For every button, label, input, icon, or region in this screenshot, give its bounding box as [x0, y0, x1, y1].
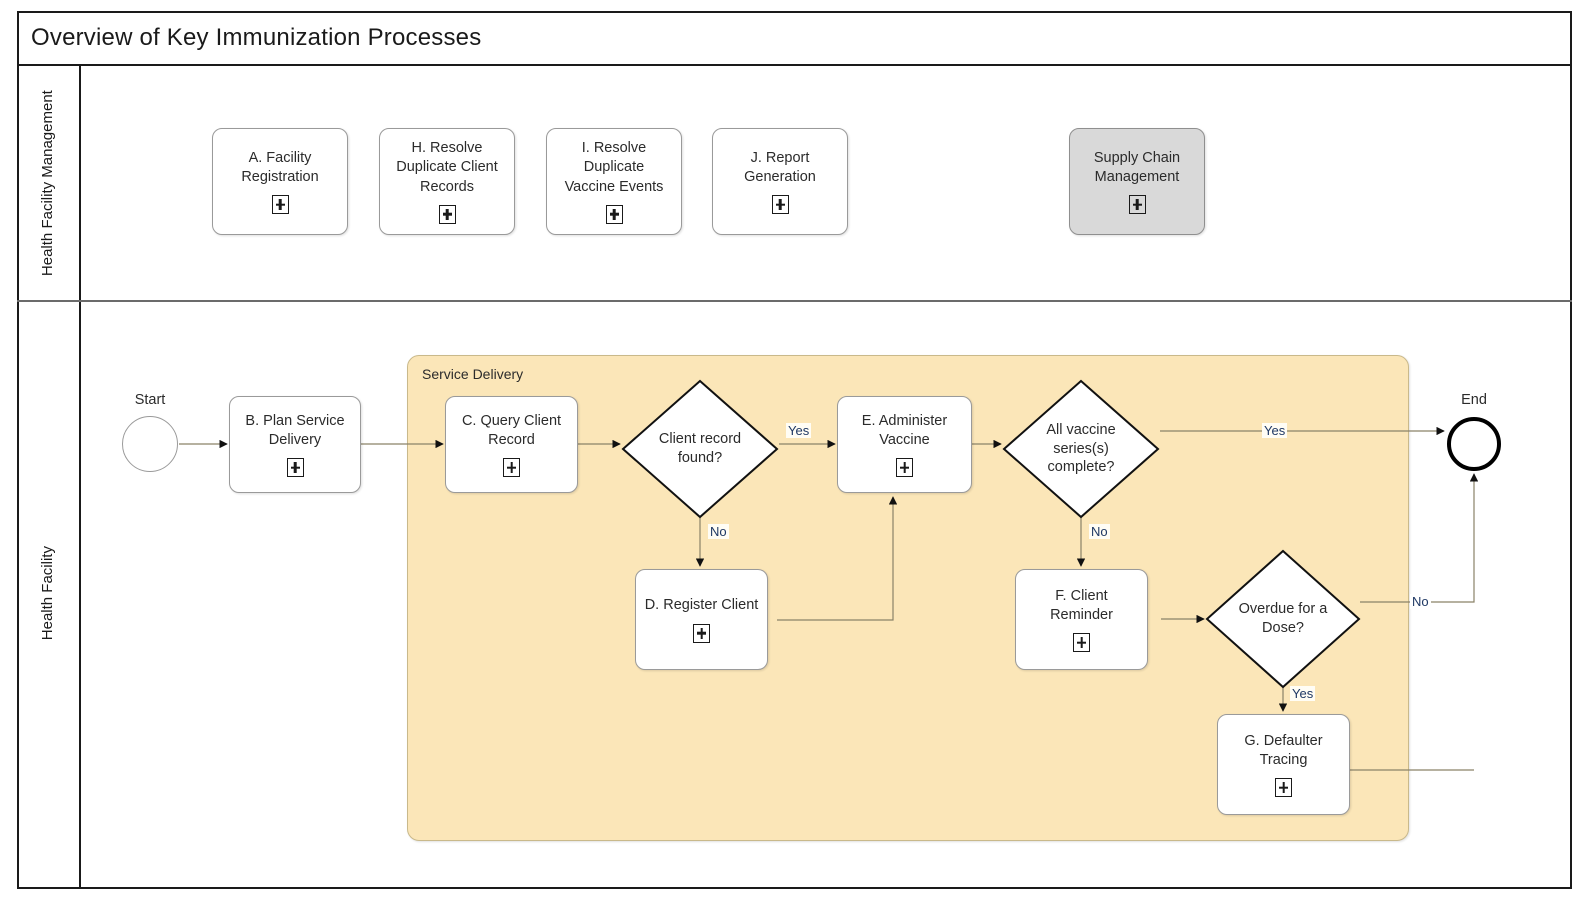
- task-query-client-record[interactable]: C. Query Client Record: [445, 396, 578, 493]
- task-facility-registration[interactable]: A. Facility Registration: [212, 128, 348, 235]
- task-supply-chain-management[interactable]: Supply Chain Management: [1069, 128, 1205, 235]
- task-administer-vaccine[interactable]: E. Administer Vaccine: [837, 396, 972, 493]
- task-label: C. Query Client Record: [461, 412, 562, 448]
- gateway-client-record-found[interactable]: Client record found?: [621, 379, 779, 519]
- task-label: F. Client Reminder: [1050, 587, 1113, 623]
- plus-marker-icon: [438, 204, 456, 224]
- task-client-reminder[interactable]: F. Client Reminder: [1015, 569, 1148, 670]
- flow-label-series-complete-no: No: [1089, 524, 1110, 539]
- diamond-shape-icon: [1205, 549, 1361, 689]
- start-event[interactable]: [122, 416, 178, 472]
- diamond-shape-icon: [1002, 379, 1160, 519]
- task-label: G. Defaulter Tracing: [1244, 732, 1323, 768]
- flow-label-record-found-yes: Yes: [786, 423, 812, 438]
- task-label: B. Plan Service Delivery: [245, 412, 345, 448]
- task-label: Supply Chain Management: [1093, 149, 1181, 185]
- task-plan-service-delivery[interactable]: B. Plan Service Delivery: [229, 396, 361, 493]
- end-event[interactable]: [1447, 417, 1501, 471]
- task-resolve-duplicate-client-records[interactable]: H. Resolve Duplicate Client Records: [379, 128, 515, 235]
- task-register-client[interactable]: D. Register Client: [635, 569, 768, 670]
- flow-label-record-found-no: No: [708, 524, 729, 539]
- flow-label-overdue-yes: Yes: [1290, 686, 1316, 701]
- lane-label-health-facility: Health Facility: [38, 546, 56, 641]
- task-resolve-duplicate-vaccine-events[interactable]: I. Resolve Duplicate Vaccine Events: [546, 128, 682, 235]
- plus-marker-icon: [503, 458, 520, 478]
- gateway-label: All vaccine series(s) complete?: [1046, 421, 1116, 476]
- gateway-label: Client record found?: [658, 431, 742, 466]
- subprocess-label: Service Delivery: [422, 366, 524, 382]
- plus-marker-icon: [896, 458, 913, 478]
- lane-header-health-facility-management: Health Facility Management: [17, 66, 81, 300]
- gateway-overdue-for-dose[interactable]: Overdue for a Dose?: [1205, 549, 1361, 689]
- task-defaulter-tracing[interactable]: G. Defaulter Tracing: [1217, 714, 1350, 815]
- plus-marker-icon: [271, 195, 289, 215]
- task-label: H. Resolve Duplicate Client Records: [396, 140, 498, 195]
- task-report-generation[interactable]: J. Report Generation: [712, 128, 848, 235]
- plus-marker-icon: [1128, 195, 1146, 215]
- task-label: D. Register Client: [644, 597, 759, 614]
- gateway-label: Overdue for a Dose?: [1238, 601, 1328, 636]
- start-event-caption: Start: [134, 392, 166, 408]
- lane-divider: [17, 300, 1572, 302]
- plus-marker-icon: [605, 204, 623, 224]
- flow-label-overdue-no: No: [1410, 594, 1431, 609]
- task-label: I. Resolve Duplicate Vaccine Events: [564, 140, 664, 195]
- task-label: J. Report Generation: [744, 149, 816, 185]
- lane-label-health-facility-management: Health Facility Management: [38, 90, 56, 276]
- lane-header-health-facility: Health Facility: [17, 300, 81, 887]
- page-title: Overview of Key Immunization Processes: [31, 23, 482, 51]
- end-event-caption: End: [1461, 392, 1487, 408]
- flow-label-series-complete-yes: Yes: [1262, 423, 1288, 438]
- plus-marker-icon: [693, 623, 710, 643]
- plus-marker-icon: [286, 458, 304, 478]
- pool-frame: [17, 11, 1572, 889]
- diamond-shape-icon: [621, 379, 779, 519]
- plus-marker-icon: [1073, 633, 1090, 653]
- diagram-title-row: Overview of Key Immunization Processes: [17, 11, 1572, 66]
- task-label: A. Facility Registration: [241, 149, 319, 185]
- plus-marker-icon: [1275, 778, 1292, 798]
- gateway-all-series-complete[interactable]: All vaccine series(s) complete?: [1002, 379, 1160, 519]
- plus-marker-icon: [771, 195, 789, 215]
- task-label: E. Administer Vaccine: [861, 412, 948, 448]
